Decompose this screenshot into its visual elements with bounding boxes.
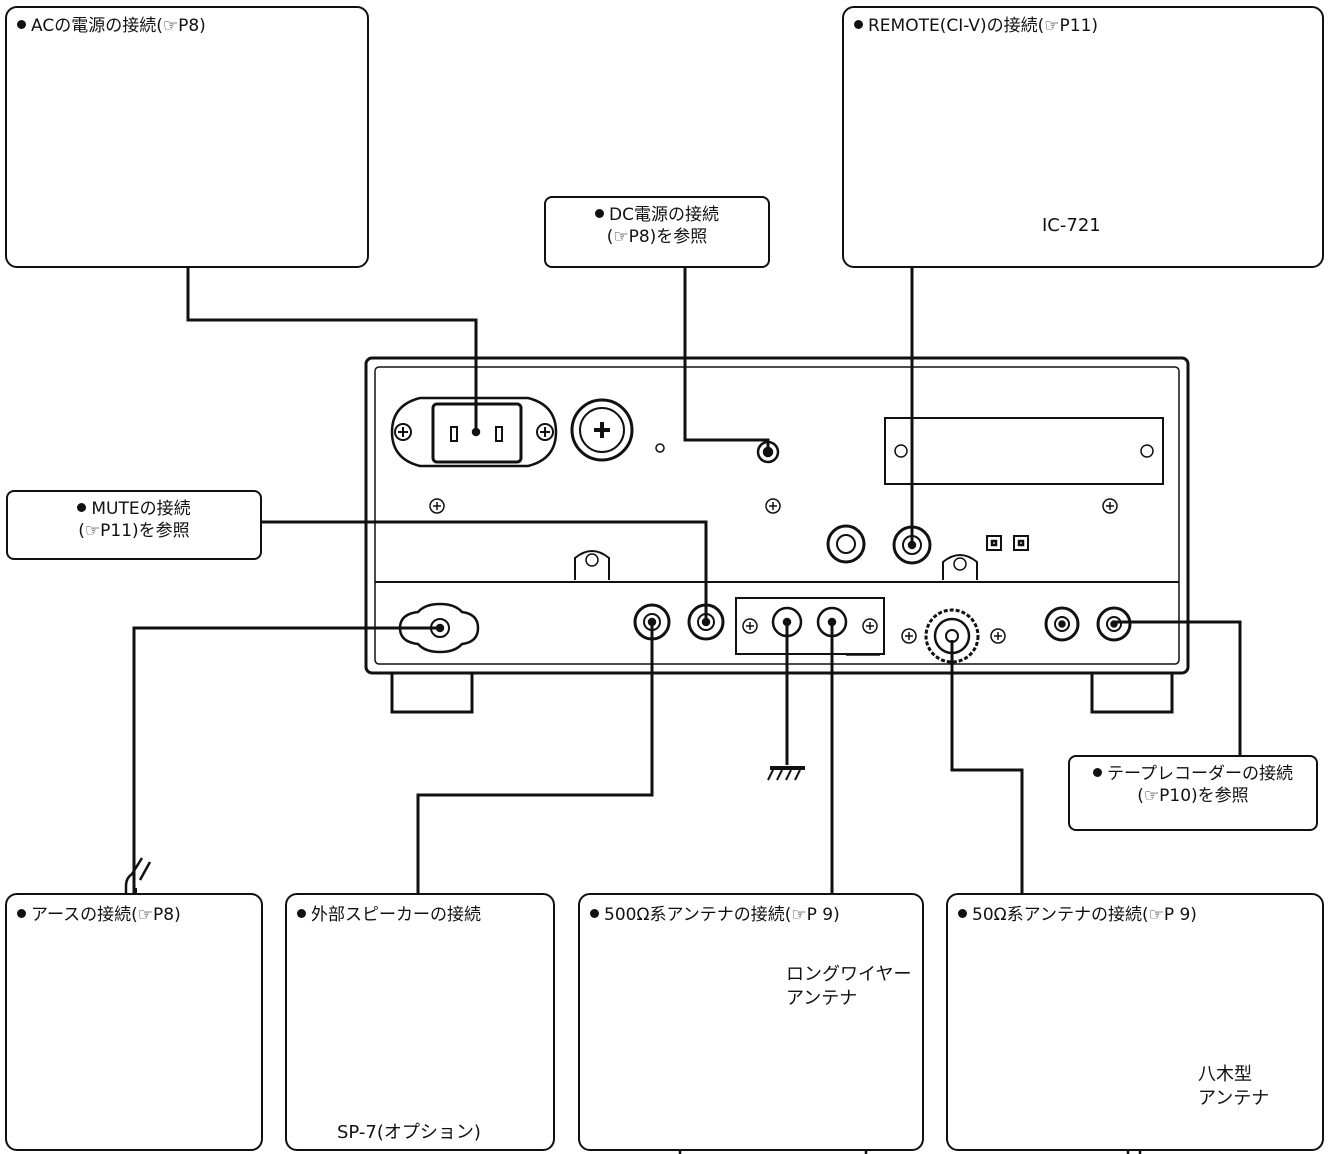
bullet-icon	[17, 19, 26, 29]
dc-line2: (☞P8)を参照	[606, 227, 708, 248]
dc-line1: DC電源の接続	[609, 205, 719, 225]
remote-title-text: REMOTE(CI-V)の接続(☞P11)	[868, 16, 1099, 36]
yagi-label-line2: アンテナ	[1198, 1088, 1270, 1109]
remote-title: REMOTE(CI-V)の接続(☞P11)	[854, 16, 1098, 37]
longwire-label-line2: アンテナ	[786, 988, 858, 1009]
line-ac	[186, 268, 478, 432]
antenna-500ohm-box: 500Ω系アンテナの接続(☞P 9) ロングワイヤー アンテナ	[578, 893, 924, 1151]
bullet-icon	[1093, 767, 1102, 777]
line-speaker	[416, 622, 654, 893]
bullet-icon	[590, 908, 599, 918]
remote-box: REMOTE(CI-V)の接続(☞P11) IC-721	[842, 6, 1324, 268]
ac-power-title: ACの電源の接続(☞P8)	[17, 16, 206, 37]
longwire-label-line1: ロングワイヤー	[786, 964, 912, 985]
line-50ohm	[950, 640, 1024, 893]
tape-recorder-callout: テープレコーダーの接続 (☞P10)を参照	[1068, 755, 1318, 831]
ant500-title-text: 500Ω系アンテナの接続(☞P 9)	[604, 905, 840, 925]
ant50-title-text: 50Ω系アンテナの接続(☞P 9)	[972, 905, 1197, 925]
bullet-icon	[297, 908, 306, 918]
mute-line2: (☞P11)を参照	[78, 521, 190, 542]
connection-lines	[132, 268, 1242, 893]
antenna-50ohm-title: 50Ω系アンテナの接続(☞P 9)	[958, 905, 1197, 926]
antenna-50ohm-box: 50Ω系アンテナの接続(☞P 9) 八木型 アンテナ	[946, 893, 1324, 1151]
mute-line1: MUTEの接続	[91, 499, 191, 519]
line-mute	[262, 520, 708, 618]
earth-box: アースの接続(☞P8)	[5, 893, 263, 1151]
antenna-500ohm-title: 500Ω系アンテナの接続(☞P 9)	[590, 905, 840, 926]
bullet-icon	[595, 208, 605, 218]
bullet-icon	[77, 502, 87, 512]
tape-line2: (☞P10)を参照	[1137, 786, 1249, 807]
dc-power-callout: DC電源の接続 (☞P8)を参照	[544, 196, 770, 268]
earth-title-text: アースの接続(☞P8)	[31, 905, 181, 925]
line-dc	[683, 268, 770, 452]
bullet-icon	[854, 19, 863, 29]
line-tape	[1116, 620, 1242, 755]
rear-panel	[364, 356, 1190, 714]
ground-symbol	[767, 766, 805, 781]
speaker-box: 外部スピーカーの接続 SP-7(オプション)	[285, 893, 555, 1151]
speaker-title-text: 外部スピーカーの接続	[311, 905, 481, 925]
radio-model-label: IC-721	[1042, 215, 1101, 236]
ac-power-box: ACの電源の接続(☞P8)	[5, 6, 369, 268]
earth-title: アースの接続(☞P8)	[17, 905, 181, 926]
bullet-icon	[17, 908, 26, 918]
bullet-icon	[958, 908, 967, 918]
ac-title-text: ACの電源の接続(☞P8)	[31, 16, 206, 36]
line-earth	[132, 626, 440, 893]
tape-line1: テープレコーダーの接続	[1107, 764, 1293, 784]
speaker-caption: SP-7(オプション)	[337, 1122, 481, 1143]
yagi-label-line1: 八木型	[1198, 1064, 1252, 1085]
speaker-title: 外部スピーカーの接続	[297, 905, 481, 926]
mute-callout: MUTEの接続 (☞P11)を参照	[6, 490, 262, 560]
